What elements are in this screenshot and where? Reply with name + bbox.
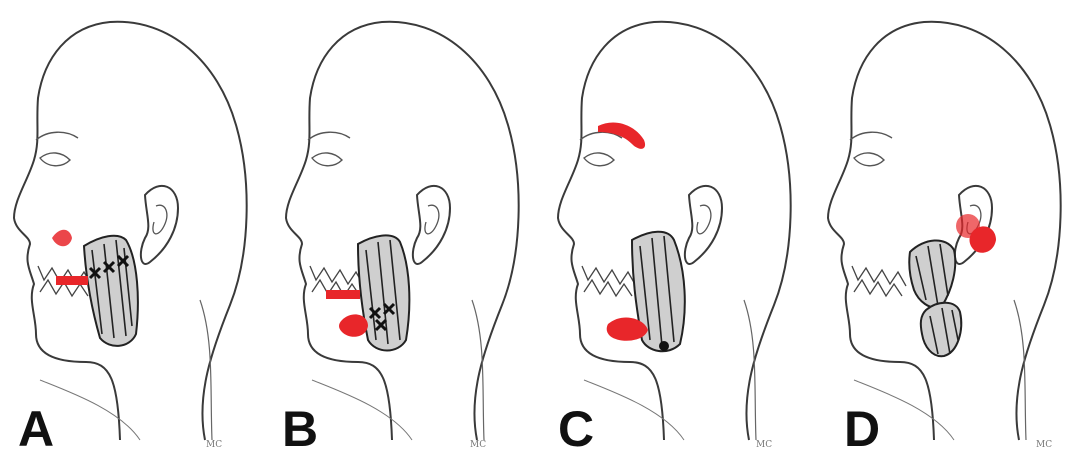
panel-letter: B [282,404,318,454]
panel-b: B MC [272,0,544,463]
artist-initials: MC [1036,440,1052,450]
panel-letter: A [18,404,54,454]
referred-pain-zone-icon [814,0,1086,463]
referred-pain-zone-icon [544,0,816,463]
artist-initials: MC [206,440,222,450]
panel-c: C MC [544,0,816,463]
panel-d: D MC [814,0,1086,463]
trigger-point-x-icon [272,0,544,463]
trigger-point-x-icon [0,0,272,463]
panel-letter: D [844,404,880,454]
panel-letter: C [558,404,594,454]
panel-a: A MC [0,0,272,463]
artist-initials: MC [756,440,772,450]
artist-initials: MC [470,440,486,450]
